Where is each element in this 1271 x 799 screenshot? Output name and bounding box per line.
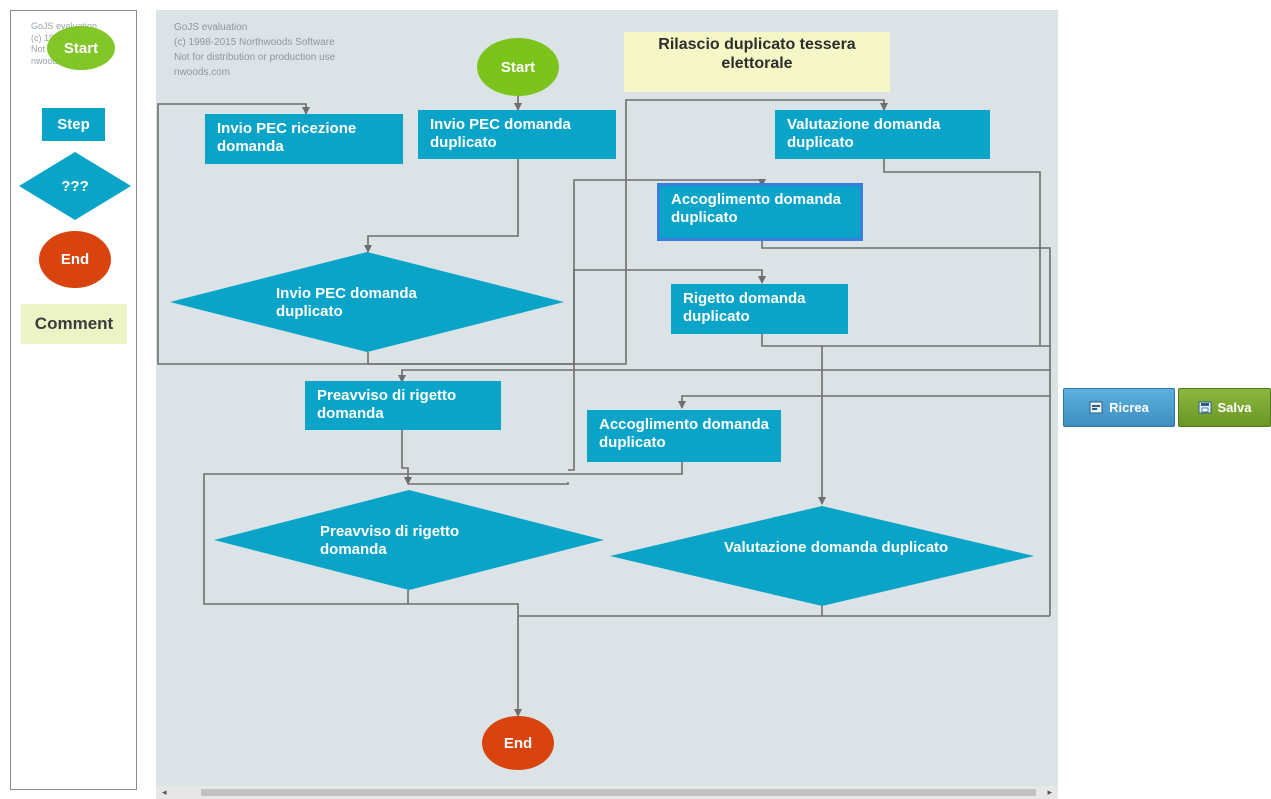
link-loop-preavviso-back bbox=[408, 603, 1050, 617]
step-preavviso-rigetto[interactable]: Preavviso di rigetto domanda bbox=[305, 381, 501, 430]
link-valutazione-out bbox=[883, 159, 1041, 346]
decision-label: Invio PEC domanda duplicato bbox=[276, 285, 417, 320]
palette-step-node[interactable]: Step bbox=[42, 108, 105, 141]
step-accoglimento-domanda-2[interactable]: Accoglimento domanda duplicato bbox=[587, 410, 781, 462]
palette-comment-node[interactable]: Comment bbox=[21, 304, 127, 344]
decision-invio-pec[interactable]: Invio PEC domanda duplicato bbox=[170, 252, 564, 352]
link-to-accoglimento2 bbox=[678, 395, 1050, 409]
decision-preavviso[interactable]: Preavviso di rigetto domanda bbox=[214, 490, 604, 590]
scroll-right-icon[interactable]: ▸ bbox=[1047, 787, 1052, 797]
palette-conditional-label: ??? bbox=[61, 177, 89, 195]
link-accoglimento-out bbox=[761, 240, 1051, 616]
step-invio-pec-domanda[interactable]: Invio PEC domanda duplicato bbox=[418, 110, 616, 159]
link-to-preavviso-step bbox=[398, 369, 1050, 383]
link-diamond-loop-ricezione bbox=[157, 103, 369, 365]
start-node[interactable]: Start bbox=[477, 38, 559, 96]
link-accoglimento2-loop bbox=[203, 462, 683, 605]
scrollbar-thumb[interactable] bbox=[201, 789, 1036, 796]
step-accoglimento-domanda-selected[interactable]: Accoglimento domanda duplicato bbox=[657, 183, 863, 241]
step-rigetto-domanda[interactable]: Rigetto domanda duplicato bbox=[671, 284, 848, 334]
link-invio-pec-to-diamond bbox=[364, 159, 519, 253]
diamond-shape bbox=[610, 506, 1034, 606]
diagram-canvas[interactable]: GoJS evaluation (c) 1998-2015 Northwoods… bbox=[156, 10, 1058, 786]
palette-conditional-node[interactable]: ??? bbox=[19, 152, 131, 220]
salva-button[interactable]: Salva bbox=[1178, 388, 1271, 427]
decision-label: Preavviso di rigetto domanda bbox=[320, 523, 460, 558]
link-loop-rigetto bbox=[568, 269, 766, 471]
step-valutazione-domanda[interactable]: Valutazione domanda duplicato bbox=[775, 110, 990, 159]
decision-label: Valutazione domanda duplicato bbox=[724, 539, 949, 556]
canvas-horizontal-scrollbar[interactable]: ◂ ▸ bbox=[156, 786, 1058, 799]
refresh-icon bbox=[1089, 401, 1103, 414]
link-preavviso-to-diamond bbox=[401, 430, 412, 485]
save-icon bbox=[1198, 401, 1211, 414]
diamond-shape bbox=[19, 152, 131, 220]
canvas-watermark: GoJS evaluation (c) 1998-2015 Northwoods… bbox=[174, 22, 336, 78]
link-loop-accoglimento bbox=[368, 179, 766, 365]
diagram-links bbox=[157, 94, 1051, 717]
ricrea-button[interactable]: Ricrea bbox=[1063, 388, 1175, 427]
link-preavviso-loop-left bbox=[408, 482, 569, 485]
link-rigetto-out bbox=[761, 334, 1050, 347]
diagram-comment[interactable]: Rilascio duplicato tessera elettorale bbox=[624, 32, 890, 92]
ricrea-label: Ricrea bbox=[1109, 400, 1149, 415]
scroll-left-icon[interactable]: ◂ bbox=[162, 787, 167, 797]
decision-valutazione[interactable]: Valutazione domanda duplicato bbox=[610, 506, 1034, 606]
palette-start-node[interactable]: Start bbox=[47, 26, 115, 70]
diamond-shape bbox=[170, 252, 564, 352]
node-palette[interactable]: GoJS evaluation (c) 1998-2015 Nor Not fo… bbox=[10, 10, 137, 790]
salva-label: Salva bbox=[1217, 400, 1252, 415]
step-invio-pec-ricezione[interactable]: Invio PEC ricezione domanda bbox=[205, 114, 403, 164]
end-node[interactable]: End bbox=[482, 716, 554, 770]
diamond-shape bbox=[214, 490, 604, 590]
palette-end-node[interactable]: End bbox=[39, 231, 111, 288]
